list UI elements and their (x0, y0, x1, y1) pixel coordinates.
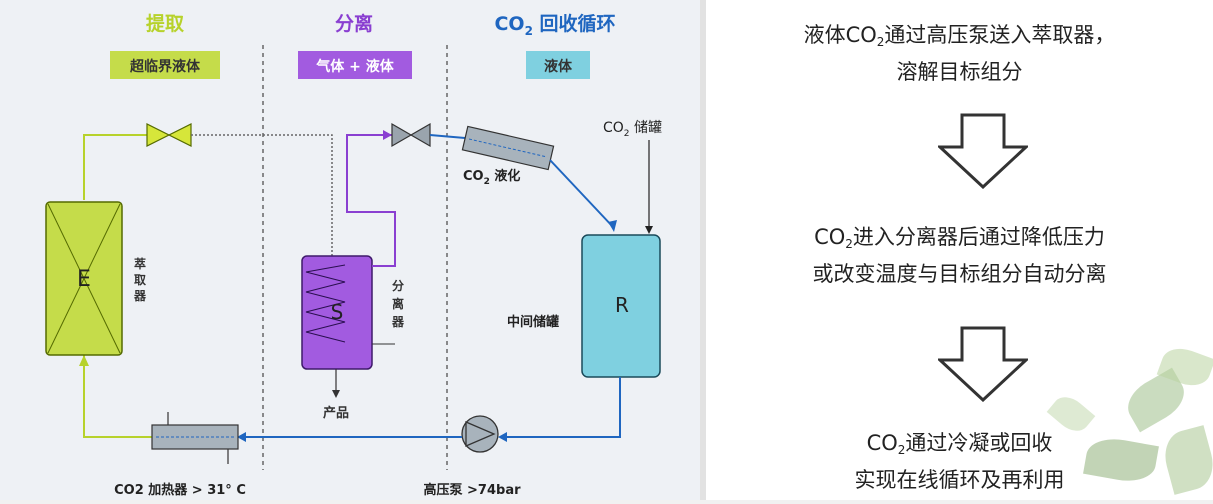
separator-vessel (301, 255, 373, 370)
pipe-extractor-bottom (83, 355, 152, 438)
pump-label: 高压泵 >74bar (424, 482, 522, 498)
step-1-line-2: 溶解目标组分 (896, 60, 1023, 84)
liquefier-label: CO2 液化 (463, 168, 520, 187)
phase-badge-gas-liquid (298, 51, 412, 79)
tank-label: 中间储罐 (507, 314, 559, 330)
separator-letter: S (331, 300, 344, 324)
valve-extract-left (146, 123, 171, 147)
product-label: 产品 (323, 405, 349, 421)
flow-arrow-up (79, 355, 89, 366)
pipe-separator-to-valve (346, 134, 396, 267)
extractor-label-1: 萃 (134, 256, 146, 271)
step-2-text: CO2进入分离器后通过降低压力 或改变温度与目标组分自动分离 (706, 222, 1213, 289)
step-2-line-2: 或改变温度与目标组分自动分离 (812, 262, 1107, 286)
step-2-line-1: CO2进入分离器后通过降低压力 (814, 225, 1105, 251)
separator-label-2: 离 (392, 296, 404, 311)
step-1-line-1: 液体CO2通过高压泵送入萃取器， (803, 23, 1116, 49)
down-arrow-icon (938, 326, 1028, 402)
tank-letter: R (615, 293, 629, 317)
process-diagram: 提取 分离 CO2 回收循环 超临界液体 气体 + 液体 液体 E 萃 取 器 … (45, 12, 662, 498)
panel-divider (700, 0, 706, 500)
phase-badge-supercritical (110, 51, 220, 79)
separator-label-1: 分 (392, 278, 404, 293)
valve-recycle-left (391, 122, 413, 148)
phase-badge-liquid (526, 51, 590, 79)
extractor-letter: E (77, 267, 91, 292)
separator-label-3: 器 (391, 315, 405, 329)
separator-coil (305, 264, 346, 343)
stage-title-separate: 分离 (335, 12, 373, 35)
phase-label-supercritical: 超临界液体 (129, 58, 201, 75)
extractor-label-3: 器 (133, 289, 147, 303)
stage-title-recycle: CO2 回收循环 (494, 12, 615, 38)
stage-title-extract: 提取 (146, 12, 184, 35)
extractor-cross-2 (47, 203, 121, 354)
pipe-liquefier-to-tank (549, 159, 615, 229)
extractor-label-2: 取 (134, 273, 146, 287)
liquefier-unit (461, 125, 555, 171)
phase-label-gas-liquid: 气体 + 液体 (315, 58, 394, 75)
storage-label: CO2 储罐 (603, 120, 662, 139)
step-3-text: CO2通过冷凝或回收 实现在线循环及再利用 (706, 428, 1213, 495)
phase-label-liquid: 液体 (544, 58, 573, 75)
heater-label: CO2 加热器 > 31° C (114, 482, 246, 498)
pipe-valve-to-separator (191, 134, 333, 258)
pump-symbol (465, 421, 496, 447)
step-3-line-1: CO2通过冷凝或回收 (866, 431, 1053, 457)
high-pressure-pump (461, 415, 499, 453)
pipe-tank-to-pump (500, 377, 621, 438)
down-arrow-icon (938, 113, 1028, 189)
process-diagram-panel: 提取 分离 CO2 回收循环 超临界液体 气体 + 液体 液体 E 萃 取 器 … (45, 12, 662, 498)
step-1-text: 液体CO2通过高压泵送入萃取器， 溶解目标组分 (706, 20, 1213, 87)
explanation-panel: 液体CO2通过高压泵送入萃取器， 溶解目标组分 CO2进入分离器后通过降低压力 … (706, 0, 1213, 500)
step-3-line-2: 实现在线循环及再利用 (854, 468, 1065, 492)
co2-heater (151, 424, 239, 450)
